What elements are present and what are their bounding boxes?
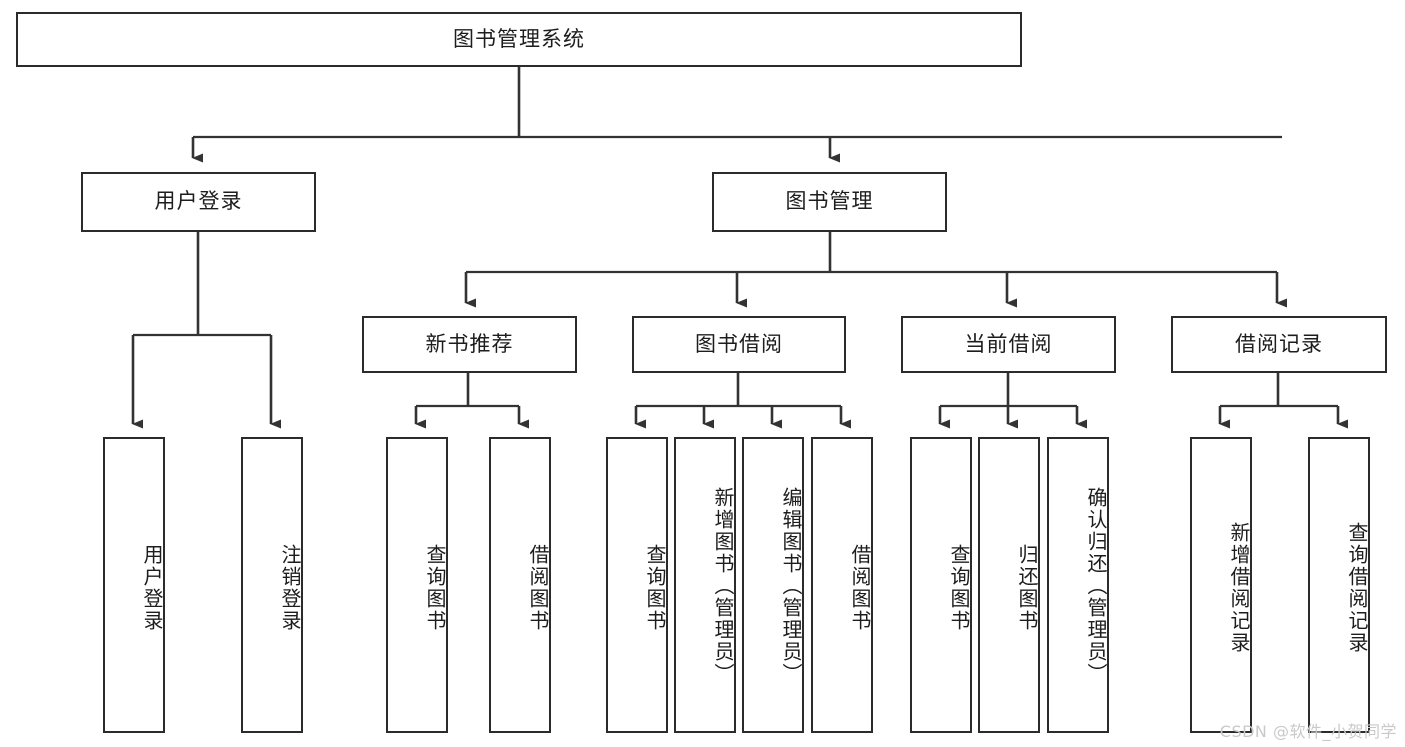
node-label: 新增图书（管理员） [711,487,735,685]
node-current-borrowing[interactable]: 当前借阅 [901,316,1116,373]
node-label: 编辑图书（管理员） [779,487,803,685]
node-label: 归还图书 [1015,544,1039,632]
node-label: 查询图书 [643,544,667,632]
csdn-watermark: CSDN @软件_小贺同学 [1219,722,1397,741]
node-leaf-query-book-recommendation[interactable]: 查询图书 [386,437,448,733]
node-leaf-logout[interactable]: 注销登录 [241,437,303,733]
node-new-book-recommendation[interactable]: 新书推荐 [362,316,577,373]
node-label: 查询图书 [947,544,971,632]
node-leaf-return-book[interactable]: 归还图书 [978,437,1040,733]
node-leaf-add-borrowing-record[interactable]: 新增借阅记录 [1190,437,1252,733]
node-label: 新增借阅记录 [1227,522,1251,654]
node-leaf-borrow-book-borrowing[interactable]: 借阅图书 [811,437,873,733]
node-label: 图书借阅 [695,331,783,356]
node-leaf-edit-book-admin[interactable]: 编辑图书（管理员） [742,437,804,733]
node-leaf-borrow-book-recommendation[interactable]: 借阅图书 [489,437,551,733]
node-root-book-management-system[interactable]: 图书管理系统 [16,12,1022,67]
node-label: 查询借阅记录 [1345,522,1369,654]
node-borrowing-records[interactable]: 借阅记录 [1171,316,1387,373]
node-label: 借阅图书 [848,544,872,632]
node-leaf-confirm-return-admin[interactable]: 确认归还（管理员） [1047,437,1109,733]
node-leaf-query-book-current[interactable]: 查询图书 [910,437,972,733]
node-label: 图书管理系统 [453,26,585,51]
node-book-borrowing[interactable]: 图书借阅 [632,316,846,373]
node-label: 确认归还（管理员） [1084,487,1108,685]
node-label: 用户登录 [154,189,243,214]
node-book-management[interactable]: 图书管理 [712,172,947,232]
node-label: 借阅记录 [1235,331,1323,356]
node-leaf-query-book-borrowing[interactable]: 查询图书 [606,437,668,733]
node-label: 查询图书 [423,544,447,632]
node-user-login[interactable]: 用户登录 [81,172,316,232]
node-leaf-user-login[interactable]: 用户登录 [103,437,165,733]
node-label: 注销登录 [278,544,302,632]
node-leaf-query-borrowing-record[interactable]: 查询借阅记录 [1308,437,1370,733]
node-leaf-add-book-admin[interactable]: 新增图书（管理员） [674,437,736,733]
node-label: 新书推荐 [425,331,514,356]
node-label: 图书管理 [785,189,874,214]
node-label: 用户登录 [140,544,164,632]
node-label: 借阅图书 [526,544,550,632]
node-label: 当前借阅 [964,331,1053,356]
